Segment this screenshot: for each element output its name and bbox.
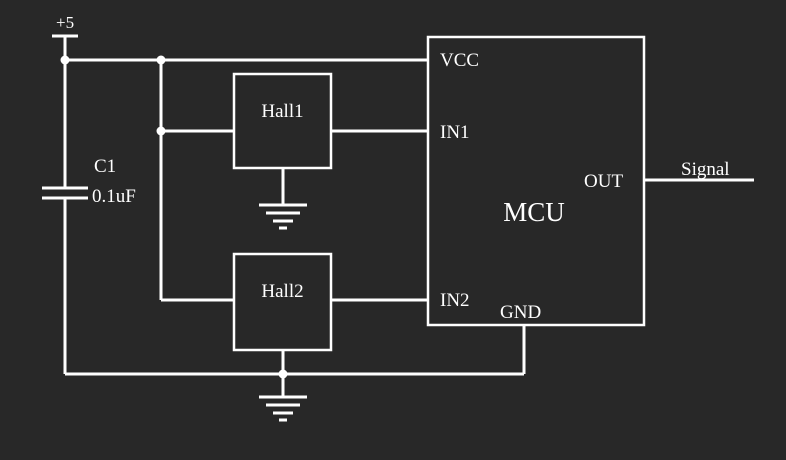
junction-dot	[278, 369, 288, 379]
capacitor-ref-label: C1	[94, 156, 116, 177]
hall1-ground-symbol	[259, 168, 307, 230]
junction-dot	[156, 55, 166, 65]
power-label: +5	[56, 13, 74, 32]
mcu-pin-out: OUT	[584, 171, 623, 192]
hall2-label: Hall2	[261, 281, 303, 302]
hall2-sensor	[232, 252, 333, 352]
mcu-pin-vcc: VCC	[440, 50, 479, 71]
mcu-label: MCU	[503, 197, 565, 227]
mcu-pin-in1: IN1	[440, 122, 470, 143]
capacitor-c1	[42, 60, 88, 374]
mcu-pin-in2: IN2	[440, 290, 470, 311]
capacitor-value-label: 0.1uF	[92, 186, 136, 207]
junction-dot	[156, 126, 166, 136]
main-ground-symbol	[259, 374, 307, 422]
signal-label: Signal	[681, 159, 730, 180]
hall1-label: Hall1	[261, 101, 303, 122]
junction-dot	[60, 55, 70, 65]
power-supply-symbol: +5	[52, 13, 78, 60]
mcu-pin-gnd: GND	[500, 302, 541, 323]
